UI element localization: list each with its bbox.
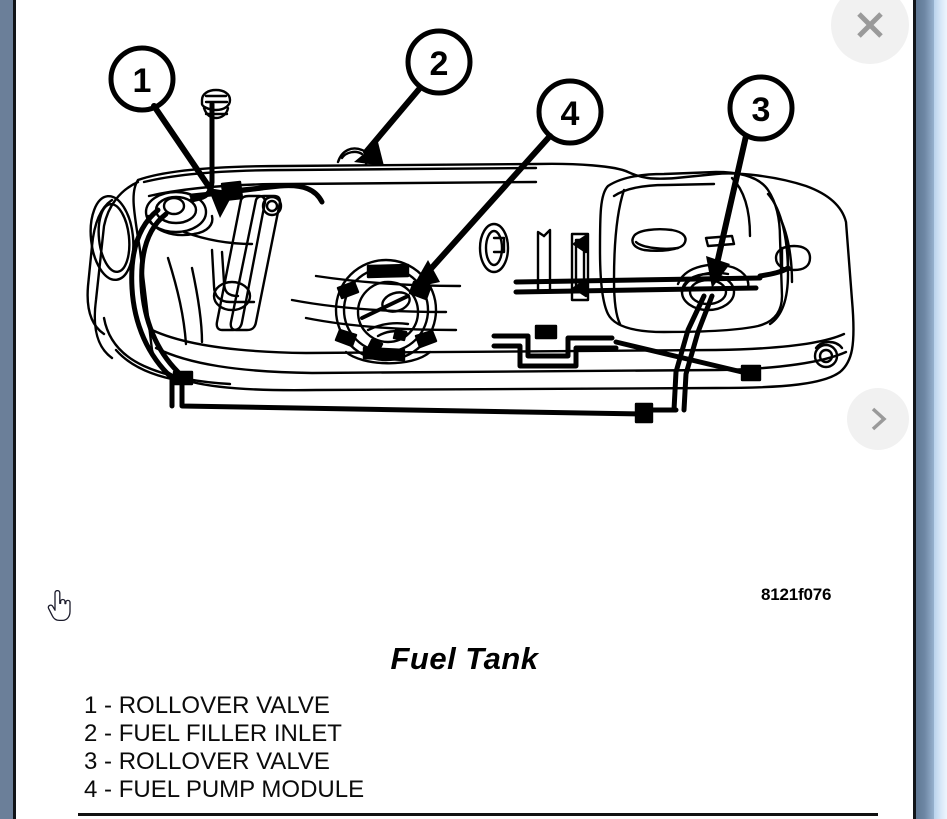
callout-leader-2 bbox=[363, 85, 423, 155]
callout-circle-2 bbox=[405, 28, 473, 96]
vertical-scrollbar[interactable] bbox=[916, 0, 947, 819]
left-page-gutter bbox=[0, 0, 13, 819]
callout-arrowhead-1 bbox=[208, 188, 234, 218]
scrollbar-thumb[interactable] bbox=[934, 0, 947, 819]
right-rail-rule bbox=[913, 0, 916, 819]
callout-circle-1 bbox=[108, 45, 176, 113]
figure-part-number: 8121f076 bbox=[761, 585, 832, 604]
right-rail bbox=[911, 0, 947, 819]
legend-label: FUEL FILLER INLET bbox=[118, 720, 342, 747]
legend-number: 3 bbox=[84, 748, 98, 775]
legend-label: ROLLOVER VALVE bbox=[118, 692, 330, 719]
close-icon bbox=[857, 12, 883, 38]
callout-leader-4 bbox=[425, 133, 553, 275]
legend-label: ROLLOVER VALVE bbox=[118, 748, 330, 775]
legend-item: 3 - ROLLOVER VALVE bbox=[84, 748, 784, 776]
callout-arrowhead-3 bbox=[706, 256, 730, 288]
legend-label: FUEL PUMP MODULE bbox=[118, 776, 365, 803]
document-page: 1 2 3 4 8121f076 Fuel Tank 1 - ROLLOVER … bbox=[16, 0, 913, 819]
legend-item: 1 - ROLLOVER VALVE bbox=[84, 692, 784, 720]
figure-title: Fuel Tank bbox=[390, 641, 539, 676]
caption-divider bbox=[78, 813, 878, 816]
fuel-tank-diagram: 1 2 3 4 bbox=[16, 0, 913, 560]
callout-circle-4 bbox=[536, 78, 604, 146]
left-page-rule bbox=[13, 0, 16, 819]
next-image-button[interactable] bbox=[847, 388, 909, 450]
legend-dash: - bbox=[104, 748, 113, 775]
legend-dash: - bbox=[104, 776, 113, 803]
figure-legend: 1 - ROLLOVER VALVE 2 - FUEL FILLER INLET… bbox=[84, 692, 784, 804]
legend-dash: - bbox=[104, 692, 113, 719]
legend-dash: - bbox=[104, 720, 113, 747]
legend-item: 4 - FUEL PUMP MODULE bbox=[84, 776, 784, 804]
legend-number: 1 bbox=[84, 692, 98, 719]
callout-number-4: 4 bbox=[561, 95, 580, 133]
callout-arrowhead-2 bbox=[354, 142, 384, 166]
callout-number-1: 1 bbox=[133, 62, 152, 100]
callout-circle-3 bbox=[727, 74, 795, 142]
callout-number-3: 3 bbox=[752, 91, 771, 129]
legend-number: 4 bbox=[84, 776, 98, 803]
callout-arrowhead-4 bbox=[412, 260, 440, 288]
close-button[interactable] bbox=[831, 0, 909, 64]
legend-number: 2 bbox=[84, 720, 98, 747]
chevron-right-icon bbox=[871, 407, 887, 431]
callout-leader-3 bbox=[713, 133, 749, 271]
callout-number-2: 2 bbox=[430, 45, 449, 83]
legend-item: 2 - FUEL FILLER INLET bbox=[84, 720, 784, 748]
